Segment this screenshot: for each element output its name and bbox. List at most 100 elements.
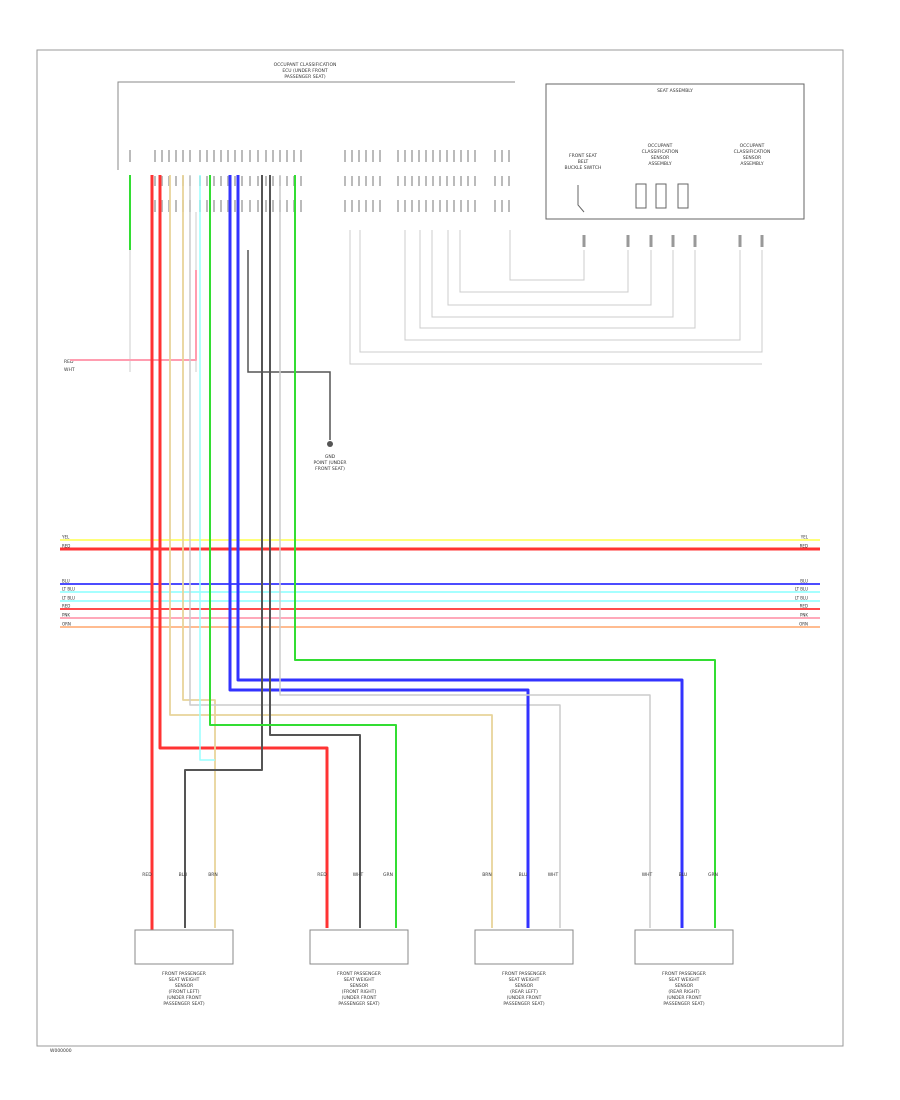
signal-wires [129,212,763,372]
bus-8-label-right: ORN [799,622,808,627]
pin-mid-3 [168,176,170,186]
sensor-3-caption-0: FRONT PASSENGER [502,971,546,977]
pin-low-23 [351,200,353,212]
pin-top-30 [411,150,413,162]
seat-pin-3 [671,235,675,247]
pin-mid-29 [404,176,406,186]
pin-low-30 [411,200,413,212]
pin-mid-30 [411,176,413,186]
bus-2-label-right: RED [800,544,808,549]
pin-mid-33 [432,176,434,186]
bus-6-label-right: RED [800,604,808,609]
sensor-4-wire-label-1: BLU [679,872,688,878]
sensor-wire-4 [169,175,493,928]
sensor-4-caption-2: SENSOR [675,983,694,989]
pin-top-19 [286,150,288,162]
sensor-1-caption-3: (FRONT LEFT) [169,989,200,995]
pin-mid-4 [175,176,177,186]
pin-top-4 [175,150,177,162]
pin-top-13 [241,150,243,162]
seat-pin-0 [582,235,586,247]
pin-mid-36 [453,176,455,186]
signal-wire-5 [404,230,741,341]
sensor-3-body [474,929,574,965]
sensor-1-body [134,929,234,965]
sensor-wire-1 [70,270,197,361]
pin-low-25 [365,200,367,212]
pin-top-42 [508,150,510,162]
seat-assembly-title: SEAT ASSEMBLY [657,88,693,94]
pin-mid-42 [508,176,510,186]
pin-low-29 [404,200,406,212]
pin-low-4 [175,200,177,212]
module-title-line-2: ECU (UNDER FRONT [282,68,328,74]
bus-7-label-right: PNK [800,613,808,618]
sensor-3-wire-label-2: WHT [548,872,559,878]
sensor-2-wire-label-0: RED [317,872,327,878]
pin-top-26 [372,150,374,162]
pin-low-32 [425,200,427,212]
seat-pin-1 [626,235,630,247]
sensor-4-wire-label-0: WHT [642,872,653,878]
pin-mid-19 [286,176,288,186]
pin-low-24 [358,200,360,212]
pin-top-35 [446,150,448,162]
pin-mid-2 [161,176,163,186]
bus-3-label-left: BLU [62,579,70,584]
sensor-4-caption-1: SEAT WEIGHT [669,977,700,983]
pin-top-15 [257,150,259,162]
pin-top-40 [494,150,496,162]
pin-mid-28 [397,176,399,186]
pin-mid-15 [257,176,259,186]
pin-low-27 [379,200,381,212]
pin-top-12 [234,150,236,162]
pin-low-40 [494,200,496,212]
sensor-assy-b-2: CLASSIFICATION [734,149,771,155]
sensor-2-caption-4: (UNDER FRONT [342,995,377,1001]
sensor-4-caption-3: (REAR RIGHT) [668,989,699,995]
pin-low-9 [213,200,215,212]
sensor-wires [70,175,716,930]
seat-assembly: SEAT ASSEMBLY FRONT SEAT BELT BUCKLE SWI… [545,83,805,220]
seat-pin-2 [649,235,653,247]
sensor-1-caption-5: PASSENGER SEAT) [163,1001,204,1007]
sensor-3-wire-label-1: BLU [519,872,528,878]
sensor-3-wire-label-0: BRN [482,872,492,878]
pin-low-12 [234,200,236,212]
sensor-assy-a-3: SENSOR [651,155,670,161]
pin-top-6 [189,150,191,162]
pin-top-41 [501,150,503,162]
pin-low-14 [249,200,251,212]
pin-mid-22 [344,176,346,186]
sensor-wire-13 [279,175,651,928]
sensor-assy-a-4: ASSEMBLY [648,161,672,167]
sensor-2-caption-2: SENSOR [350,983,369,989]
pin-top-23 [351,150,353,162]
signal-wire-7 [349,230,762,365]
sensor-2-wire-label-2: GRN [383,872,393,878]
sensor-2-body [309,929,409,965]
ground-point: GND POINT (UNDER FRONT SEAT) [247,250,346,472]
pin-top-37 [460,150,462,162]
pin-top-9 [213,150,215,162]
ground-label-3: FRONT SEAT) [315,466,345,472]
pin-low-36 [453,200,455,212]
pin-top-0 [129,150,131,162]
sensor-4-caption-5: PASSENGER SEAT) [663,1001,704,1007]
pin-top-5 [182,150,184,162]
pin-top-22 [344,150,346,162]
pin-low-39 [474,200,476,212]
pin-low-8 [206,200,208,212]
pin-low-21 [300,200,302,212]
sensor-assy-b-3: SENSOR [743,155,762,161]
sensor-2-wire-label-1: WHT [353,872,364,878]
pin-low-3 [168,200,170,212]
sensor-2-caption-0: FRONT PASSENGER [337,971,381,977]
pin-top-38 [467,150,469,162]
bus-3-label-right: BLU [800,579,808,584]
sensor-1-wire-label-1: BLU [179,872,188,878]
module-title-line-1: OCCUPANT CLASSIFICATION [274,62,337,68]
bus-8-label-left: ORN [62,622,71,627]
pin-top-10 [220,150,222,162]
